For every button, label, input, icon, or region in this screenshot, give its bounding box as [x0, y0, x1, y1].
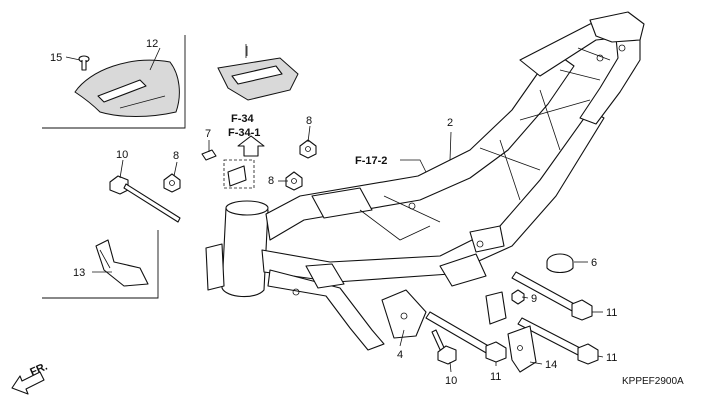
part-f34-tray — [217, 44, 299, 101]
ref-f34-1: F-34-1 — [228, 127, 260, 139]
callout-10-left: 10 — [116, 149, 128, 161]
part-14-bracket — [507, 325, 537, 373]
bracket-part — [485, 291, 507, 325]
part-13-bracket — [95, 239, 149, 287]
part-2-frame — [205, 11, 645, 351]
callout-6: 6 — [591, 257, 597, 269]
arrow-up-icon — [237, 135, 265, 157]
part-8-nut-a — [299, 139, 317, 159]
part-15-screw — [78, 55, 90, 71]
callout-11-upper: 11 — [606, 307, 617, 319]
part-6-cap — [546, 253, 574, 274]
leader-lines — [65, 46, 604, 373]
part-10-bolt-bottom — [431, 329, 457, 365]
figure-code: KPPEF2900A — [622, 376, 684, 387]
callout-14: 14 — [545, 359, 557, 371]
callout-8-left: 8 — [173, 150, 179, 162]
callout-12: 12 — [146, 38, 158, 50]
inset-box-13 — [42, 230, 159, 299]
callout-2: 2 — [447, 117, 453, 129]
part-9-bolt — [511, 289, 525, 305]
callout-11-middle: 11 — [490, 371, 501, 383]
front-arrow-icon — [11, 371, 45, 395]
part-11-bolt-lower — [517, 317, 599, 365]
front-indicator: FR. — [28, 361, 49, 379]
part-11-bolt-middle — [425, 311, 507, 363]
part-10-bolt-left — [109, 175, 181, 223]
part-12-cover — [74, 59, 180, 117]
callout-8-top: 8 — [306, 115, 312, 127]
ref-f34: F-34 — [231, 113, 255, 125]
callout-4: 4 — [397, 349, 403, 361]
callout-9: 9 — [531, 293, 537, 305]
callout-7: 7 — [205, 128, 211, 140]
callout-13: 13 — [73, 267, 85, 279]
callout-8-middle: 8 — [268, 175, 274, 187]
bracket-dashed-outline — [223, 159, 255, 189]
inset-box-12 — [42, 35, 186, 129]
callout-15: 15 — [50, 52, 62, 64]
part-8-nut-c — [285, 171, 303, 191]
callout-10-bottom: 10 — [445, 375, 457, 387]
part-11-bolt-upper — [511, 271, 593, 321]
part-8-nut-b — [163, 173, 181, 193]
part-4-bracket — [381, 289, 427, 339]
ref-f17-2: F-17-2 — [355, 155, 387, 167]
callout-11-lower: 11 — [606, 352, 617, 364]
